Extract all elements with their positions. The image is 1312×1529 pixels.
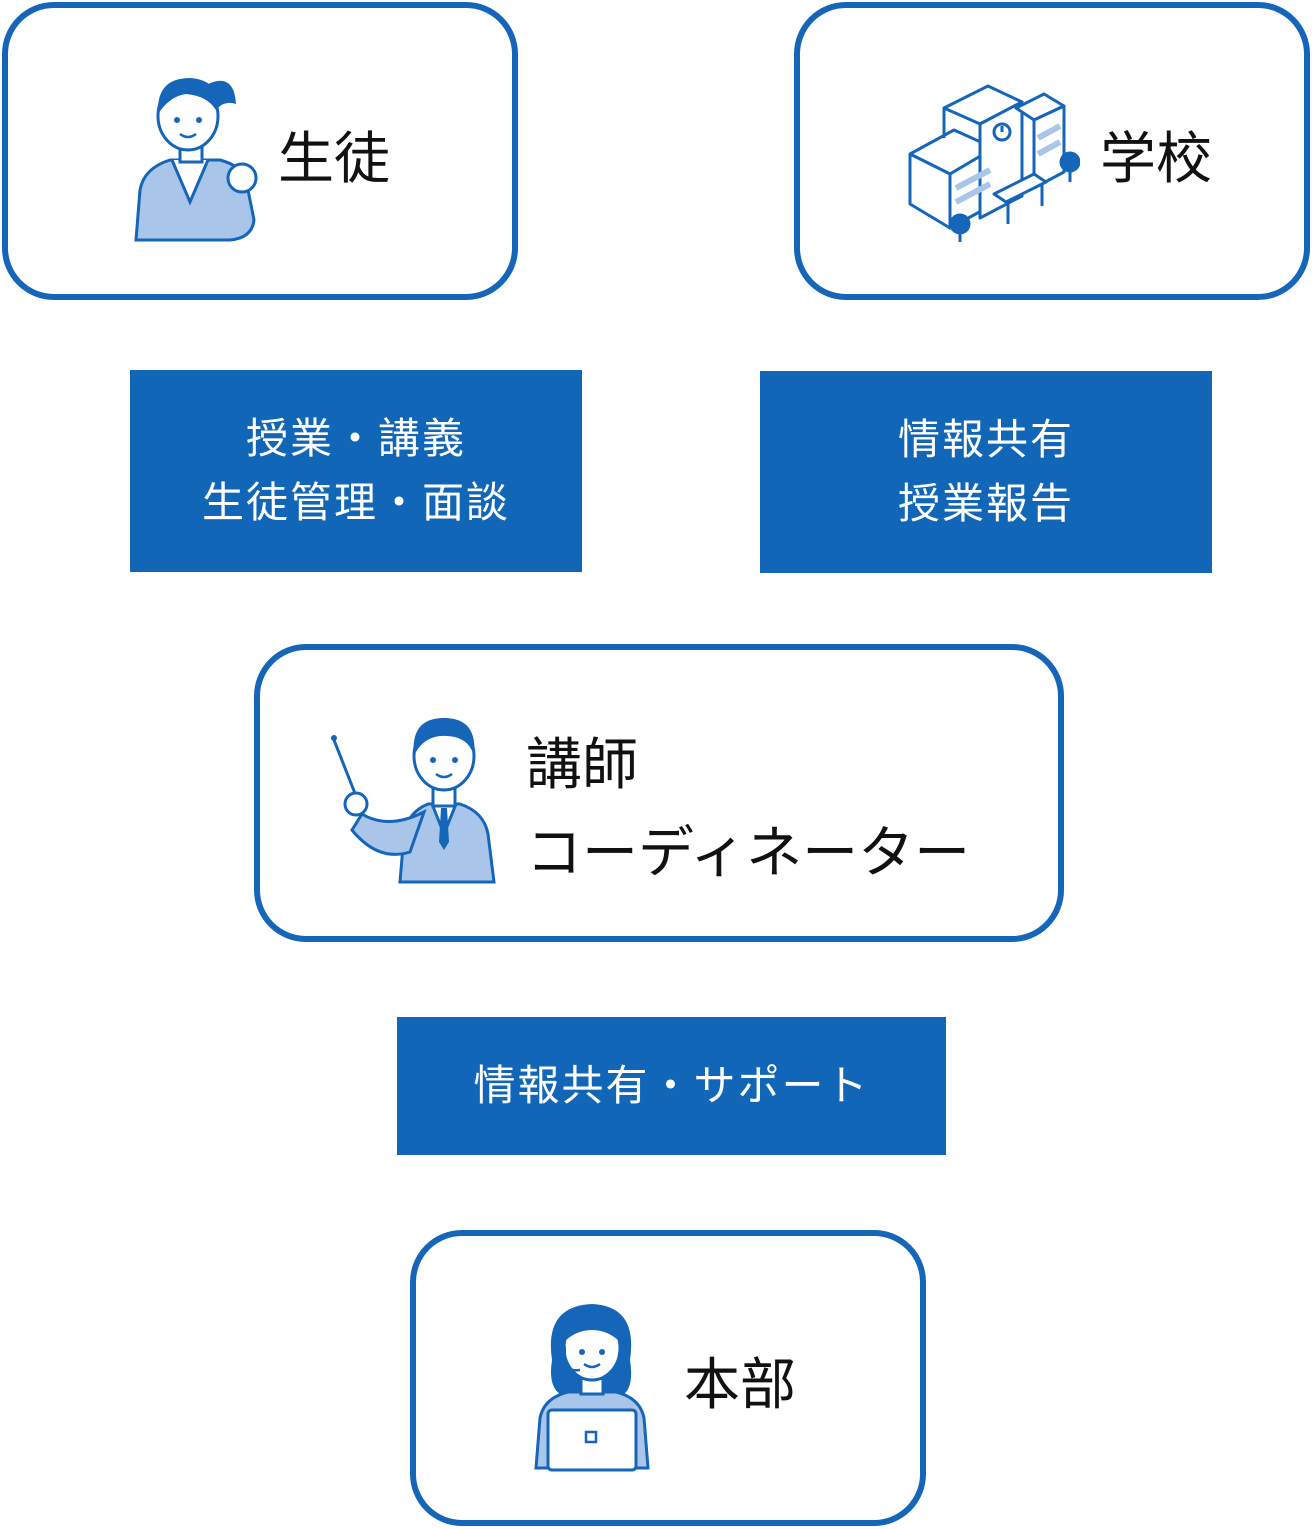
relation-line: 授業報告 [897, 479, 1074, 528]
headquarters-label: 本部 [684, 1353, 796, 1418]
instructor-card: 講師 コーディネーター [254, 644, 1064, 942]
relation-school-instructor: 情報共有 授業報告 [760, 371, 1212, 573]
instructor-label-line2: コーディネーター [526, 821, 971, 886]
headquarters-card: 本部 [410, 1230, 926, 1526]
relation-instructor-headquarters: 情報共有・サポート [397, 1017, 946, 1155]
relation-line: 情報共有 [897, 415, 1074, 464]
instructor-label-line1: 講師 [526, 733, 638, 798]
relation-line: 情報共有・サポート [473, 1061, 870, 1110]
relation-line: 授業・講義 [245, 414, 466, 463]
student-icon [130, 70, 260, 242]
school-building-icon [904, 78, 1080, 246]
school-label: 学校 [1100, 127, 1212, 192]
school-card: 学校 [794, 2, 1310, 300]
student-label: 生徒 [278, 127, 390, 192]
relation-line: 生徒管理・面談 [201, 478, 510, 527]
teacher-with-pointer-icon [328, 712, 498, 888]
student-card: 生徒 [2, 2, 518, 300]
relation-student-instructor: 授業・講義 生徒管理・面談 [130, 370, 582, 572]
operator-with-laptop-icon [530, 1300, 656, 1472]
